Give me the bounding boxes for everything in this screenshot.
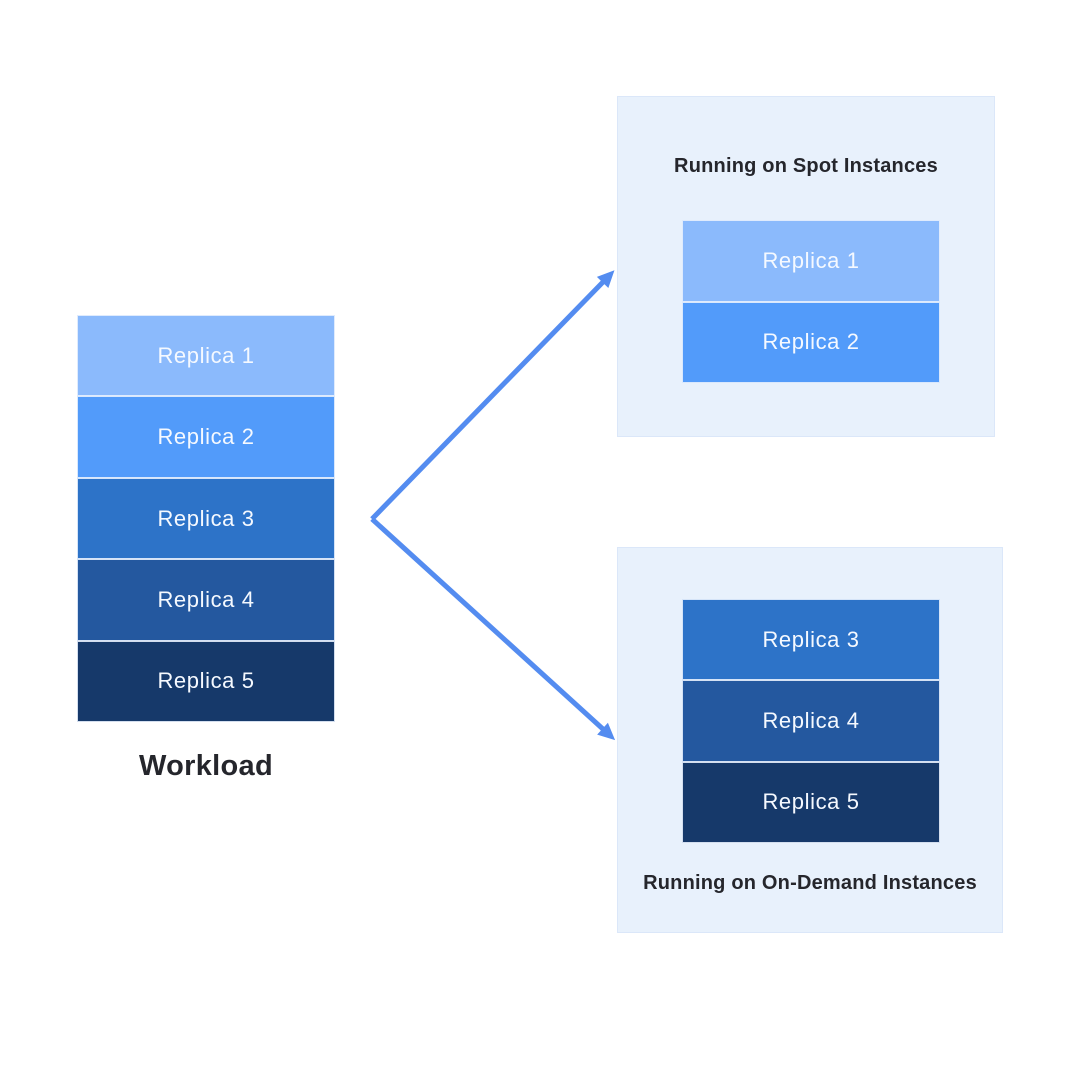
replica-label: Replica 4 bbox=[157, 586, 255, 612]
ondemand-panel-title: Running on On-Demand Instances bbox=[643, 872, 977, 894]
replica-block: Replica 1 bbox=[77, 315, 335, 397]
replica-block: Replica 2 bbox=[682, 301, 940, 383]
workload-stack: Replica 1 Replica 2 Replica 3 Replica 4 Repl… bbox=[77, 315, 335, 723]
spot-panel-title: Running on Spot Instances bbox=[674, 155, 938, 177]
replica-label: Replica 1 bbox=[157, 342, 255, 368]
replica-label: Replica 3 bbox=[157, 505, 255, 531]
replica-label: Replica 4 bbox=[762, 707, 860, 733]
replica-label: Replica 5 bbox=[157, 668, 255, 694]
arrow-to-ondemand bbox=[370, 517, 616, 741]
replica-label: Replica 1 bbox=[762, 247, 860, 273]
replica-label: Replica 2 bbox=[762, 329, 860, 355]
replica-block: Replica 4 bbox=[682, 680, 940, 762]
replica-block: Replica 1 bbox=[682, 220, 940, 302]
ondemand-stack: Replica 3 Replica 4 Replica 5 bbox=[682, 599, 940, 843]
replica-block: Replica 3 bbox=[77, 477, 335, 560]
replica-block: Replica 2 bbox=[77, 396, 335, 478]
replica-label: Replica 3 bbox=[762, 626, 860, 652]
workload-label: Workload bbox=[139, 750, 273, 782]
replica-label: Replica 2 bbox=[157, 424, 255, 450]
replica-label: Replica 5 bbox=[762, 789, 860, 815]
replica-block: Replica 4 bbox=[77, 559, 335, 641]
replica-block: Replica 3 bbox=[682, 599, 940, 681]
replica-block: Replica 5 bbox=[77, 640, 335, 723]
ondemand-panel: Replica 3 Replica 4 Replica 5 Running on O… bbox=[617, 547, 1003, 933]
spot-stack: Replica 1 Replica 2 bbox=[682, 220, 940, 383]
replica-block: Replica 5 bbox=[682, 761, 940, 843]
arrow-to-spot bbox=[370, 270, 615, 521]
